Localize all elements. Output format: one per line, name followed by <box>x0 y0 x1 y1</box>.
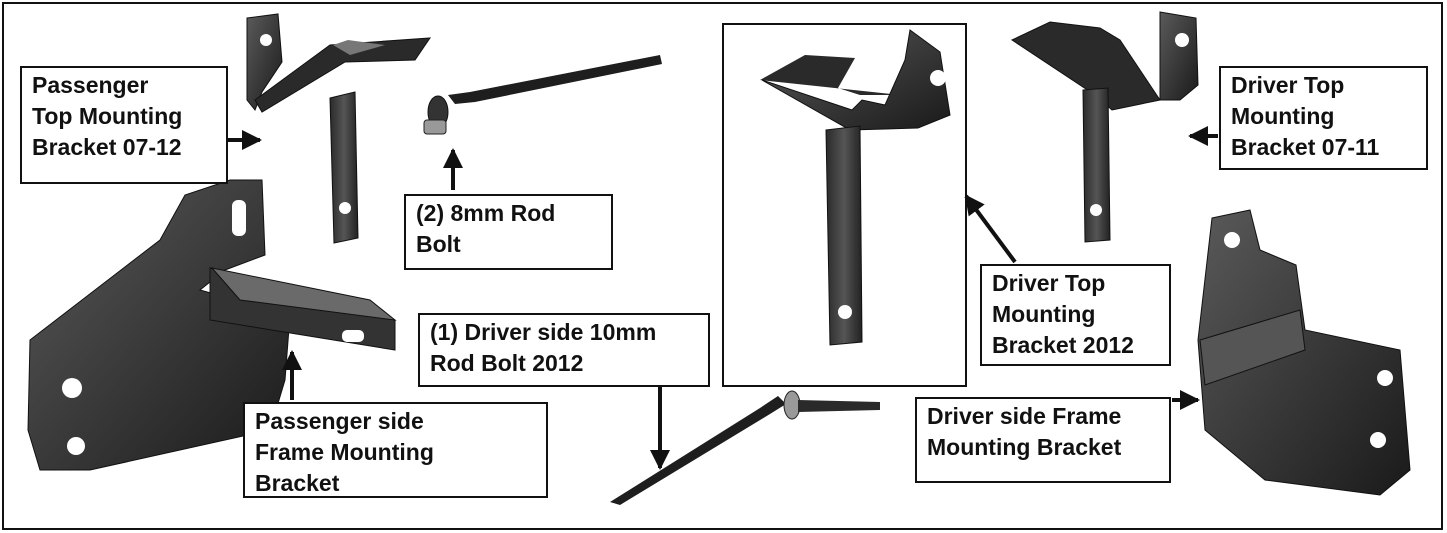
rod-bolt-10mm-image <box>610 390 880 505</box>
label-driver-top-bracket-0711: Driver Top Mounting Bracket 07-11 <box>1219 66 1428 170</box>
pointer-arrows <box>228 126 1218 470</box>
driver-top-bracket-2012-image <box>760 29 951 346</box>
passenger-top-bracket-image <box>246 13 431 244</box>
label-passenger-frame-bracket: Passenger side Frame Mounting Bracket <box>243 402 548 498</box>
rod-bolt-8mm-image <box>423 55 662 135</box>
label-driver-top-bracket-2012: Driver Top Mounting Bracket 2012 <box>980 264 1171 366</box>
label-driver-frame-bracket: Driver side Frame Mounting Bracket <box>915 397 1171 483</box>
driver-top-bracket-0711-image <box>1010 11 1199 243</box>
arrow-driver-top-2012 <box>964 194 1017 264</box>
label-rod-bolt-8mm: (2) 8mm Rod Bolt <box>404 194 613 270</box>
passenger-frame-bracket-image <box>27 179 397 471</box>
label-passenger-top-bracket: Passenger Top Mounting Bracket 07-12 <box>20 66 228 184</box>
label-driver-rod-bolt-10mm: (1) Driver side 10mm Rod Bolt 2012 <box>418 313 710 387</box>
driver-frame-bracket-image <box>1197 209 1411 496</box>
